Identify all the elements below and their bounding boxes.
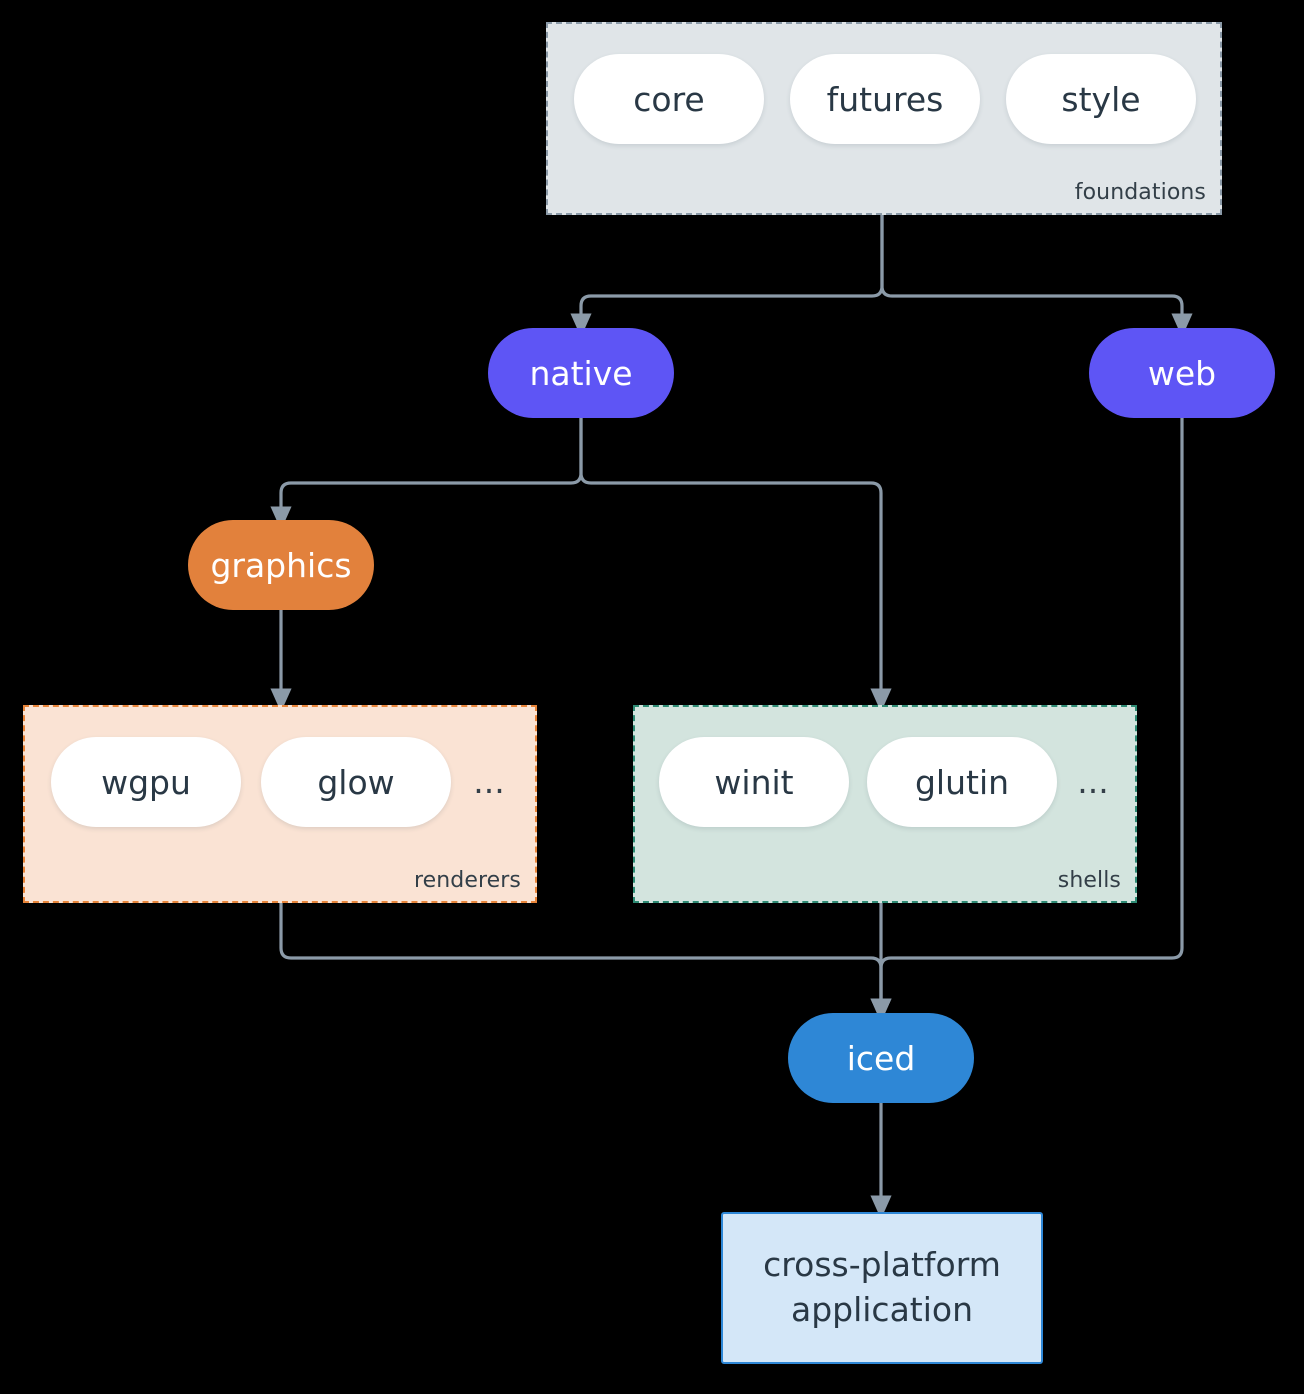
edge-renderers-iced <box>279 903 892 1023</box>
node-web-label: web <box>1147 353 1217 393</box>
node-iced-label: iced <box>846 1038 916 1078</box>
edge-native-graphics <box>270 418 583 531</box>
group-label-renderers: renderers <box>413 868 521 893</box>
edge-foundations-web <box>880 215 1193 338</box>
group-renderers: wgpu glow ... renderers <box>23 705 537 903</box>
node-graphics[interactable]: graphics <box>188 520 374 610</box>
node-web[interactable]: web <box>1089 328 1275 418</box>
group-label-shells: shells <box>1057 868 1121 893</box>
application-line-2: application <box>790 1290 974 1329</box>
application-line-1: cross-platform <box>763 1245 1001 1285</box>
edge-foundations-native <box>570 215 884 338</box>
renderers-items: wgpu glow ... <box>51 737 509 827</box>
edge-native-shells <box>579 418 892 713</box>
leaf-futures[interactable]: futures <box>790 54 980 144</box>
group-shells: winit glutin ... shells <box>633 705 1137 903</box>
node-cross-platform-application[interactable]: cross-platform application <box>721 1212 1043 1364</box>
node-native-label: native <box>529 353 633 393</box>
node-native[interactable]: native <box>488 328 674 418</box>
shells-items: winit glutin ... <box>659 737 1113 827</box>
foundations-items: core futures style <box>574 54 1196 144</box>
leaf-style[interactable]: style <box>1006 54 1196 144</box>
group-label-foundations: foundations <box>1074 180 1206 205</box>
shells-ellipsis: ... <box>1077 762 1109 802</box>
node-iced[interactable]: iced <box>788 1013 974 1103</box>
leaf-core[interactable]: core <box>574 54 764 144</box>
group-foundations: core futures style foundations <box>546 22 1222 215</box>
node-graphics-label: graphics <box>210 545 352 585</box>
leaf-wgpu[interactable]: wgpu <box>51 737 241 827</box>
leaf-glow[interactable]: glow <box>261 737 451 827</box>
leaf-glutin[interactable]: glutin <box>867 737 1057 827</box>
leaf-winit[interactable]: winit <box>659 737 849 827</box>
renderers-ellipsis: ... <box>473 762 505 802</box>
